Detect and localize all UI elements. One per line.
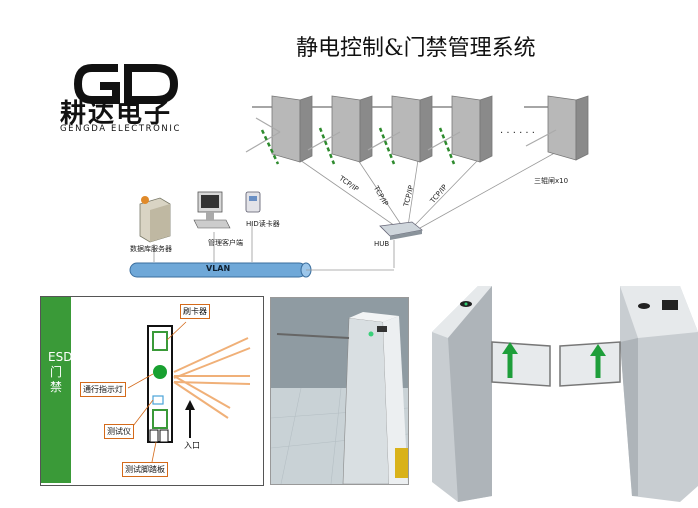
gate-count-label: 三辊闸x10 [534,177,569,185]
passage-arrows [260,127,456,165]
turnstile-gate [524,95,589,161]
card-reader-box [152,331,168,351]
tcp-ip-links [153,149,561,268]
tester-callout: 测试仪 [104,424,134,439]
logo-name-en: GENGDA ELECTRONIC [60,124,182,134]
gd-logo-mark [73,64,179,104]
turnstile-gate [367,95,433,163]
turnstile-gates [245,95,589,163]
vlan-bus [129,262,394,278]
vlan-label: VLAN [206,264,231,273]
management-client-icon [193,191,231,229]
hub-device [379,221,423,240]
card-reader-callout: 刷卡器 [180,304,210,319]
hid-reader-icon [245,191,261,213]
turnstile-arms [173,337,251,419]
logo-name-cn: 耕达电子 [60,99,173,129]
entrance-arrow [185,400,195,438]
reader-label: HID读卡器 [246,220,280,228]
hub-label: HUB [374,240,390,248]
left-gate-cabinet [432,286,492,502]
flap-gate-render [432,286,698,502]
network-diagram [129,95,589,278]
client-label: 管理客户端 [208,239,243,247]
installed-gate-photo [270,297,409,485]
turnstile-gate [427,95,493,163]
page-title: 静电控制&门禁管理系统 [296,36,536,61]
esd-side-strip [41,297,71,483]
turnstile-gate [307,95,373,163]
db-server-label: 数据库服务器 [130,245,172,253]
foot-plate-callout: 测试脚踏板 [122,462,168,477]
company-logo [73,64,179,104]
indicator-light [153,365,167,379]
left-flap [491,341,551,387]
indicator-callout: 通行指示灯 [80,382,126,397]
right-gate-cabinet [620,286,698,502]
entrance-label: 入口 [184,441,200,450]
right-flap [559,341,621,387]
gate-ellipsis: · · · · · · [500,128,535,139]
turnstile-gate [245,95,313,163]
esd-gate-diagram [127,321,251,463]
database-server-icon [139,196,171,243]
tester-box [152,395,164,405]
